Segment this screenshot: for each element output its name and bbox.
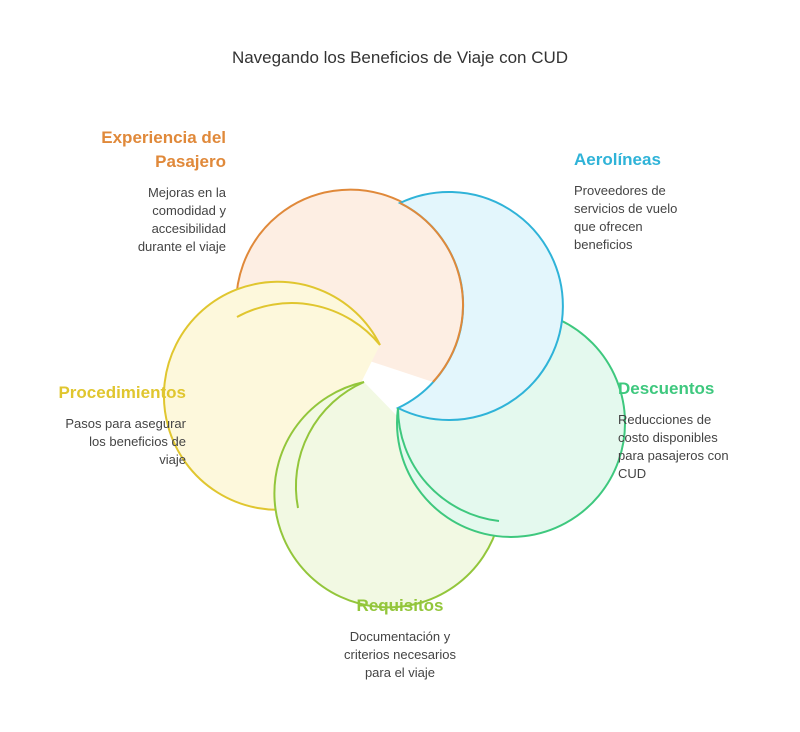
title-descuentos: Descuentos xyxy=(618,379,715,398)
title-aerolineas: Aerolíneas xyxy=(574,150,661,169)
label-experiencia: Experiencia del Pasajero Mejoras en la c… xyxy=(60,126,226,256)
desc-experiencia: Mejoras en la comodidad y accesibilidad … xyxy=(137,185,226,254)
petal-requisitos-edge xyxy=(294,381,365,509)
petal-procedimientos-edge xyxy=(236,302,381,346)
desc-requisitos: Documentación y criterios necesarios par… xyxy=(344,629,456,680)
petal-procedimientos xyxy=(163,280,381,511)
label-aerolineas: Aerolíneas Proveedores de servicios de v… xyxy=(574,148,754,254)
title-procedimientos: Procedimientos xyxy=(58,383,186,402)
label-descuentos: Descuentos Reducciones de costo disponib… xyxy=(618,377,778,483)
label-procedimientos: Procedimientos Pasos para asegurar los b… xyxy=(20,381,186,469)
label-requisitos: Requisitos Documentación y criterios nec… xyxy=(300,594,500,682)
desc-procedimientos: Pasos para asegurar los beneficios de vi… xyxy=(65,416,186,467)
title-requisitos: Requisitos xyxy=(356,596,444,615)
desc-aerolineas: Proveedores de servicios de vuelo que of… xyxy=(574,183,678,252)
diagram-title: Navegando los Beneficios de Viaje con CU… xyxy=(231,48,569,67)
desc-descuentos: Reducciones de costo disponibles para pa… xyxy=(618,412,729,481)
petal-experiencia-edge xyxy=(399,202,464,383)
petal-descuentos xyxy=(396,319,626,538)
title-experiencia: Experiencia del Pasajero xyxy=(101,128,226,171)
petal-descuentos-edge xyxy=(397,407,500,522)
petal-requisitos xyxy=(273,381,500,609)
